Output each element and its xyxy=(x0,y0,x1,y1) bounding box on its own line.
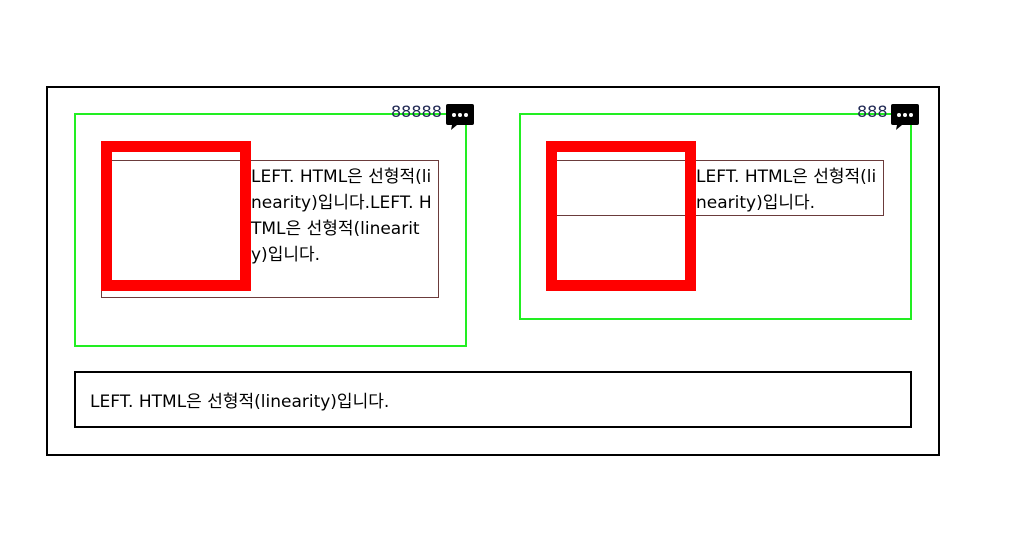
comment-count-right: 888 xyxy=(857,102,888,121)
card-left xyxy=(74,113,467,347)
red-highlight-box xyxy=(101,141,251,291)
card-left-text: LEFT. HTML은 선형적(linearity)입니다.LEFT. HTML… xyxy=(251,167,432,265)
card-right xyxy=(519,113,912,320)
divider-line xyxy=(556,160,686,161)
bottom-text-box: LEFT. HTML은 선형적(linearity)입니다. xyxy=(74,371,912,428)
chat-bubble-icon[interactable] xyxy=(445,103,475,131)
divider-line xyxy=(556,215,686,216)
divider-line xyxy=(111,160,251,161)
comment-count-left: 88888 xyxy=(391,102,442,121)
outer-frame xyxy=(46,86,940,456)
chat-bubble-icon[interactable] xyxy=(890,103,920,131)
card-right-text: LEFT. HTML은 선형적(linearity)입니다. xyxy=(696,167,877,213)
bottom-text: LEFT. HTML은 선형적(linearity)입니다. xyxy=(90,392,390,412)
red-highlight-box xyxy=(546,141,696,291)
